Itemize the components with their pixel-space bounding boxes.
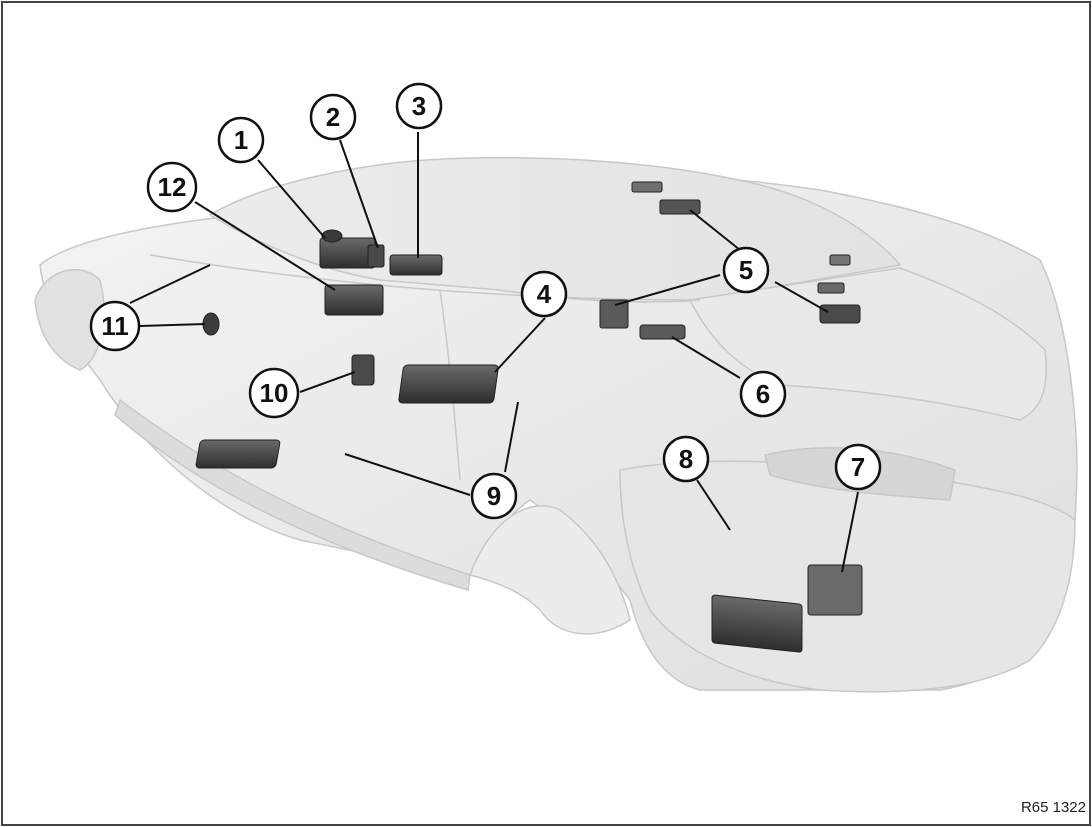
callout-11-label: 11: [101, 311, 129, 341]
callout-6: 6: [741, 372, 785, 416]
module-5-left: [600, 300, 628, 328]
callout-8: 8: [664, 437, 708, 481]
callout-12-label: 12: [158, 172, 187, 202]
callout-1: 1: [219, 118, 263, 162]
module-9-front: [195, 440, 280, 468]
callout-1-label: 1: [234, 125, 248, 155]
callout-5: 5: [724, 248, 768, 292]
callout-2-label: 2: [326, 102, 340, 132]
callout-5-label: 5: [739, 255, 753, 285]
module-shelf-mid: [818, 283, 844, 293]
callout-12: 12: [148, 163, 196, 211]
module-1-cap: [322, 230, 342, 242]
module-3: [390, 255, 442, 275]
module-1: [320, 238, 375, 268]
callout-9-label: 9: [487, 481, 501, 511]
module-antenna-top: [632, 182, 662, 192]
callout-6-label: 6: [756, 379, 770, 409]
callout-9: 9: [472, 474, 516, 518]
module-4: [398, 365, 498, 403]
module-rear-shelf: [830, 255, 850, 265]
module-5-top: [660, 200, 700, 214]
module-2: [368, 245, 384, 267]
callout-8-label: 8: [679, 444, 693, 474]
figure-reference-code: R65 1322: [1021, 799, 1086, 816]
module-8: [712, 595, 802, 652]
callout-10-label: 10: [260, 378, 289, 408]
module-5-right: [820, 305, 860, 323]
callout-4-label: 4: [537, 279, 552, 309]
callout-3: 3: [397, 84, 441, 128]
module-7: [808, 565, 862, 615]
module-6: [640, 325, 685, 339]
callout-4: 4: [522, 272, 566, 316]
module-10: [352, 355, 374, 385]
callout-10: 10: [250, 369, 298, 417]
callout-3-label: 3: [412, 91, 426, 121]
callout-2: 2: [311, 95, 355, 139]
callout-11: 11: [91, 302, 139, 350]
callout-7: 7: [836, 445, 880, 489]
callout-7-label: 7: [851, 452, 865, 482]
module-11: [203, 313, 219, 335]
